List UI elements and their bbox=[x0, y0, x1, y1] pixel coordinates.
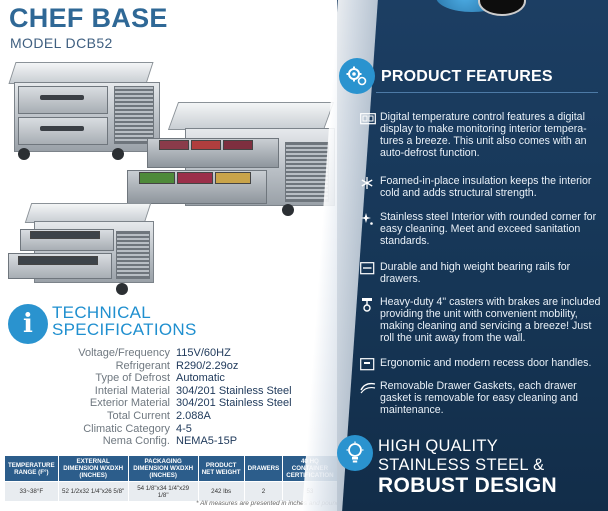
spec-label: Voltage/Frequency bbox=[78, 347, 170, 359]
spec-label: Refrigerant bbox=[115, 359, 170, 372]
spec-value: 304/201 Stainless Steel bbox=[176, 397, 292, 410]
dimension-table: TEMPERATURE RANGE (F°)EXTERNAL DIMENSION… bbox=[4, 455, 338, 502]
feature-item: Foamed-in-place insulation keeps the int… bbox=[360, 175, 604, 199]
spec-row: Refrigerant R290/2.29oz bbox=[60, 360, 320, 373]
spec-label: Interial Material bbox=[94, 384, 170, 397]
table-header-cell: TEMPERATURE RANGE (F°) bbox=[4, 455, 59, 482]
feature-item: Digital temperature control features a d… bbox=[360, 111, 604, 159]
spec-row: Climatic Category 4-5 bbox=[60, 423, 320, 436]
digital-display-icon bbox=[360, 111, 380, 159]
feature-item: Heavy-duty 4" casters with brakes are in… bbox=[360, 296, 604, 344]
heading-divider bbox=[376, 92, 598, 93]
spec-row: Exterior Material 304/201 Stainless Steel bbox=[60, 397, 320, 410]
product-image-open-small bbox=[6, 203, 156, 295]
table-header-cell: EXTERNAL DIMENSION WXDXH (INCHES) bbox=[57, 455, 129, 482]
table-cell: 54 1/8"x34 1/4"x29 1/8" bbox=[127, 481, 199, 502]
feature-item: Ergonomic and modern recess door handles… bbox=[360, 357, 604, 376]
spec-row: Voltage/Frequency 115V/60HZ bbox=[60, 347, 320, 360]
spec-row: Type of Defrost Automatic bbox=[60, 372, 320, 385]
features-panel bbox=[337, 0, 608, 511]
table-cell: 52 1/2x32 1/4"x26 5/8" bbox=[57, 481, 129, 502]
feature-text: Durable and high weight bearing rails fo… bbox=[380, 261, 571, 286]
spec-value: Automatic bbox=[176, 372, 225, 385]
feature-text: Ergonomic and modern recess door handles… bbox=[380, 357, 592, 369]
spec-value: R290/2.29oz bbox=[176, 359, 239, 372]
spec-label: Total Current bbox=[107, 409, 170, 422]
feature-text: Removable Drawer Gaskets, each drawer ga… bbox=[380, 380, 578, 417]
table-header-cell: PRODUCT NET WEIGHT bbox=[197, 455, 245, 482]
caster-icon bbox=[360, 296, 380, 344]
feature-item: Stainless steel Interior with rounded co… bbox=[360, 211, 604, 247]
table-cell: 2 bbox=[243, 481, 284, 502]
spec-label: Nema Config. bbox=[102, 435, 170, 448]
spec-value: 4-5 bbox=[176, 422, 192, 435]
feature-text: Foamed-in-place insulation keeps the int… bbox=[380, 175, 592, 200]
table-header-cell: DRAWERS bbox=[243, 455, 284, 482]
spec-row: Total Current 2.088A bbox=[60, 410, 320, 423]
spec-label: Exterior Material bbox=[89, 397, 170, 410]
spec-value: 2.088A bbox=[176, 409, 211, 422]
spec-list: Voltage/Frequency 115V/60HZ Refrigerant R29… bbox=[60, 347, 320, 448]
feature-text: Stainless steel Interior with rounded co… bbox=[380, 211, 597, 248]
spec-row: Nema Config. NEMA5-15P bbox=[60, 435, 320, 448]
snowflake-icon bbox=[360, 175, 380, 199]
product-features-heading: PRODUCT FEATURES bbox=[381, 68, 553, 85]
table-header-row: TEMPERATURE RANGE (F°)EXTERNAL DIMENSION… bbox=[4, 455, 338, 482]
feature-item: Removable Drawer Gaskets, each drawer ga… bbox=[360, 380, 604, 416]
table-header-cell: PACKAGING DIMENSION WXDXH (INCHES) bbox=[127, 455, 199, 482]
spec-value: 115V/60HZ bbox=[176, 347, 231, 359]
feature-text: Digital temperature control features a d… bbox=[380, 111, 587, 160]
measurement-footnote: * All measures are presented in inches a… bbox=[196, 500, 343, 507]
table-cell: 33~38°F bbox=[4, 481, 59, 502]
lightbulb-icon bbox=[337, 435, 373, 471]
rail-icon bbox=[360, 261, 380, 285]
feature-text: Heavy-duty 4" casters with brakes are in… bbox=[380, 296, 601, 345]
quality-line-3: ROBUST DESIGN bbox=[378, 474, 557, 497]
info-icon: i bbox=[8, 304, 48, 344]
spec-label: Climatic Category bbox=[83, 422, 170, 435]
model-number: MODEL DCB52 bbox=[10, 35, 113, 51]
spec-row: Interial Material 304/201 Stainless Steel bbox=[60, 385, 320, 398]
page-title: CHEF BASE bbox=[9, 3, 168, 33]
quality-line-1: HIGH QUALITY bbox=[378, 437, 499, 455]
table-cell: 242 lbs bbox=[197, 481, 245, 502]
technical-specifications-heading: TECHNICAL SPECIFICATIONS bbox=[52, 303, 197, 339]
sparkle-icon bbox=[360, 211, 380, 247]
gasket-icon bbox=[360, 380, 380, 416]
handle-icon bbox=[360, 357, 380, 376]
feature-item: Durable and high weight bearing rails fo… bbox=[360, 261, 604, 285]
spec-value: 304/201 Stainless Steel bbox=[176, 384, 292, 397]
product-image-closed bbox=[8, 62, 160, 160]
quality-line-2: STAINLESS STEEL & bbox=[378, 456, 545, 474]
gears-icon bbox=[339, 58, 375, 94]
spec-value: NEMA5-15P bbox=[176, 435, 238, 448]
product-image-open-large bbox=[125, 100, 335, 220]
spec-label: Type of Defrost bbox=[95, 372, 170, 385]
